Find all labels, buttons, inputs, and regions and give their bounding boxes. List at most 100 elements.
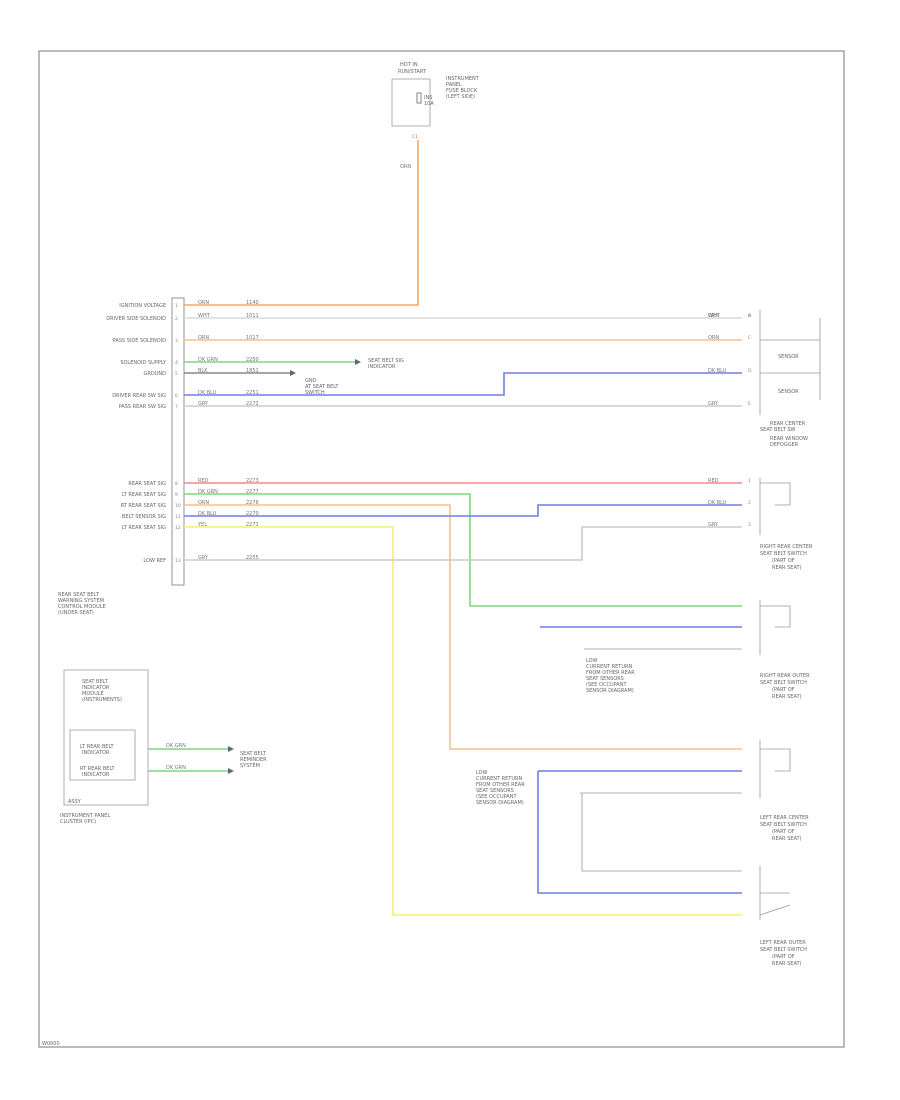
wire-color-code: DK GRN <box>198 357 218 363</box>
wire-dest-pin: A <box>748 313 752 319</box>
diagram-frame <box>38 50 845 1048</box>
module-name-4: (UNDER SEAT) <box>58 610 94 616</box>
wire-color-code: GRY <box>198 401 209 407</box>
right-device-2: DEFOGGER <box>770 442 799 448</box>
ll-left-1: LEFT REAR OUTER <box>760 940 806 946</box>
wire-dest-code: ORN <box>708 335 719 341</box>
lc-switch-outline <box>759 740 791 798</box>
wire-circuit-number: 2255 <box>246 555 259 561</box>
rc-switch-outline <box>759 478 791 535</box>
lc-left-1: LEFT REAR CENTER <box>760 815 809 821</box>
ipc-arrow-2 <box>228 768 234 774</box>
ipc-pin-3: RT REAR BELT <box>80 766 116 772</box>
wire-color-code: BLK <box>198 368 208 374</box>
fuse-wire-code: ORN <box>400 164 411 170</box>
note-left: LOW CURRENT RETURN FROM OTHER REAR SEAT … <box>476 770 525 806</box>
wire-color-code: WHT <box>198 313 211 319</box>
module-pin-number: 11 <box>175 514 181 520</box>
wire-dest-code: WHT <box>708 313 721 319</box>
module-pin-number: 12 <box>175 525 181 531</box>
note-right-4: SEAT SENSORS <box>586 676 624 682</box>
lc-left-4: REAR SEAT) <box>772 836 802 842</box>
fuse-desc-2: PANEL <box>446 82 462 88</box>
lo-switch-outline <box>759 866 791 920</box>
module-pin-label: PASS SIDE SOLENOID <box>113 338 167 344</box>
module-name-1: REAR SEAT BELT <box>58 592 100 598</box>
rc-right-3: (PART OF <box>772 687 795 693</box>
wire-circuit-number: 1017 <box>246 335 259 341</box>
fuse-label-2: 10A <box>424 101 434 107</box>
module-pin-number: 10 <box>175 503 181 509</box>
black-ref-arrow <box>290 370 296 376</box>
module-name-2: WARNING SYSTEM <box>58 598 104 604</box>
rr-device-2: SEAT BELT SW <box>760 427 796 433</box>
wire-dkblu-2270 <box>184 504 742 517</box>
wire-circuit-number: 2276 <box>246 500 259 506</box>
ipc-title-4: (INSTRUMENTS) <box>82 697 122 703</box>
note-right-1: LOW <box>586 658 598 664</box>
wire-color-code: DK GRN <box>198 489 218 495</box>
wire-color-code: DK BLU <box>198 390 217 396</box>
ipc-name-1: INSTRUMENT PANEL <box>60 813 110 819</box>
module-pin-label: LT REAR SEAT SIG <box>122 525 167 531</box>
rr-device-1: REAR CENTER <box>770 421 806 427</box>
wire-orn-feed <box>184 140 419 306</box>
ipc-ref-3: SYSTEM <box>240 763 260 769</box>
ll-left-4: REAR SEAT) <box>772 961 802 967</box>
module-pin-number: 4 <box>175 360 178 366</box>
ipc-pin-4: INDICATOR <box>82 772 110 778</box>
note-right-6: SENSOR DIAGRAM) <box>586 688 634 694</box>
module-pin-label: REAR SEAT SIG <box>128 481 166 487</box>
wire-dest-code: ORN <box>708 313 719 319</box>
ipc-title-2: INDICATOR <box>82 685 110 691</box>
wire-color-code: ORN <box>198 300 209 306</box>
note-left-5: (SEE OCCUPANT <box>476 794 517 800</box>
note-left-4: SEAT SENSORS <box>476 788 514 794</box>
fuse-block-title-1: HOT IN <box>400 62 418 68</box>
module-pin-number: 5 <box>175 371 178 377</box>
fuse-block-outline <box>391 79 431 127</box>
wire-circuit-number: 1851 <box>246 368 259 374</box>
module-pin-label: GROUND <box>143 371 166 377</box>
black-ref-2: AT SEAT BELT <box>305 384 339 390</box>
module-pin-number: 6 <box>175 393 178 399</box>
green-ref-2: INDICATOR <box>368 364 396 370</box>
module-pin-label: LT REAR SEAT SIG <box>122 492 167 498</box>
rc-center-3: (PART OF <box>772 558 795 564</box>
module-pin-number: 1 <box>175 303 178 309</box>
ipc-ref-2: REMINDER <box>240 757 267 763</box>
ipc-inner <box>69 729 136 781</box>
rc-right-2: SEAT BELT SWITCH <box>760 680 807 686</box>
instrument-cluster: SEAT BELT INDICATOR MODULE (INSTRUMENTS)… <box>60 669 267 825</box>
module-pin-label: IGNITION VOLTAGE <box>119 303 166 309</box>
wire-color-code: YEL <box>197 522 207 528</box>
wire-dest-code: DK BLU <box>708 368 727 374</box>
black-ref-3: SWITCH <box>305 390 325 396</box>
wire-dest-pin: 3 <box>748 522 751 528</box>
device-outline-top <box>759 310 821 415</box>
wire-dest-pin: 1 <box>748 478 751 484</box>
wire-circuit-number: 1011 <box>246 313 259 319</box>
wire-dest-pin: 2 <box>748 500 751 506</box>
wire-circuit-number: 2273 <box>246 478 259 484</box>
wire-dest-pin: C <box>748 335 751 341</box>
ipc-wire-code-1: DK GRN <box>166 743 186 749</box>
ipc-pin-2: INDICATOR <box>82 750 110 756</box>
ipc-arrow-1 <box>228 746 234 752</box>
wire-color-code: GRY <box>198 555 209 561</box>
rear-window-device: SENSOR SENSOR REAR CENTER SEAT BELT SW R… <box>759 310 821 448</box>
rc-right-4: REAR SEAT) <box>772 694 802 700</box>
fuse-desc-4: (LEFT SIDE) <box>446 94 475 100</box>
wire-gry-lc <box>580 792 742 872</box>
wire-gry-2255 <box>184 526 742 561</box>
footer-code: W0000 <box>42 1041 60 1047</box>
right-device-1: REAR WINDOW <box>770 436 808 442</box>
ipc-name-2: CLUSTER (IPC) <box>60 819 96 825</box>
module-pin-number: 2 <box>175 316 178 322</box>
wire-circuit-number: 2277 <box>246 489 259 495</box>
inner-sensor-1: SENSOR <box>778 354 799 360</box>
module-pin-label: BELT SENSOR SIG <box>122 514 166 520</box>
rc-center-1: RIGHT REAR CENTER <box>760 544 813 550</box>
module-pin-number: 13 <box>175 558 181 564</box>
